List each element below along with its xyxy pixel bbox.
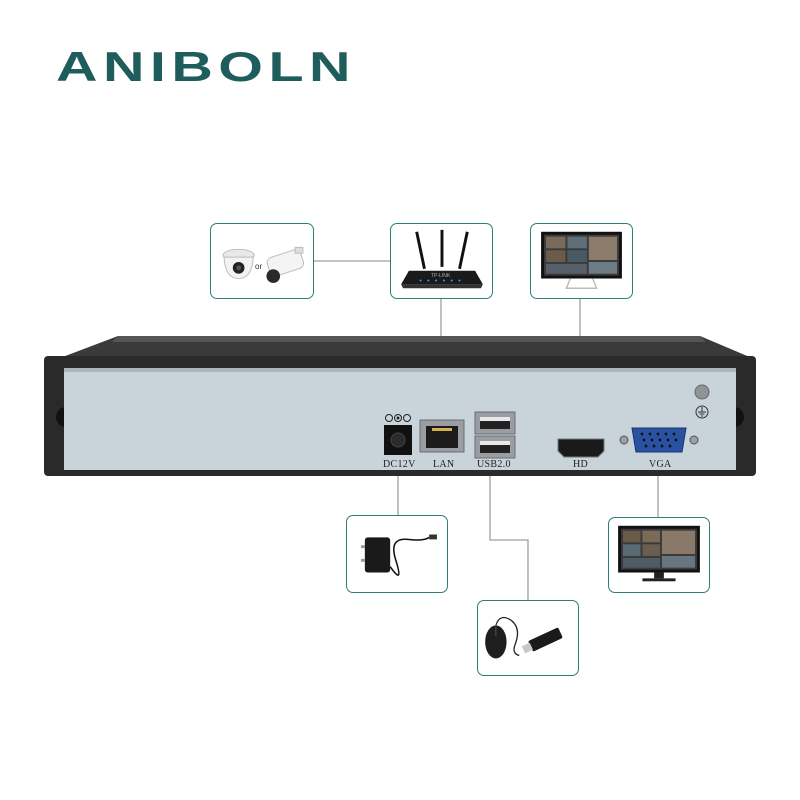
- cameras-box: or: [210, 223, 314, 299]
- monitor-icon: [618, 525, 700, 582]
- port-label-lan: LAN: [433, 459, 455, 470]
- port-label-dc: DC12V: [383, 459, 416, 470]
- brand-name: ANIBOLN: [56, 44, 356, 88]
- hdmi-port: [557, 438, 605, 458]
- vga-monitor-box: [608, 517, 710, 593]
- ground-icon: [695, 405, 709, 419]
- usb-devices-box: [477, 600, 579, 676]
- camera-separator: or: [255, 262, 263, 271]
- port-label-vga: VGA: [649, 459, 672, 470]
- power-adapter-icon: [360, 534, 437, 576]
- dc-polarity-icon: [385, 414, 411, 422]
- port-label-usb: USB2.0: [477, 459, 511, 470]
- monitor-icon: [541, 231, 622, 289]
- port-label-hd: HD: [573, 459, 589, 470]
- hd-monitor-box: [530, 223, 633, 299]
- ground-screw: [694, 384, 710, 400]
- power-adapter-box: [346, 515, 448, 593]
- brand-logo: ANIBOLN: [56, 44, 356, 88]
- router-brand: TP-LINK: [431, 273, 451, 279]
- camera-icon: [222, 246, 305, 283]
- router-box: TP-LINK: [390, 223, 493, 299]
- mouse-usb-icon: [485, 616, 563, 659]
- router-icon: [401, 229, 483, 289]
